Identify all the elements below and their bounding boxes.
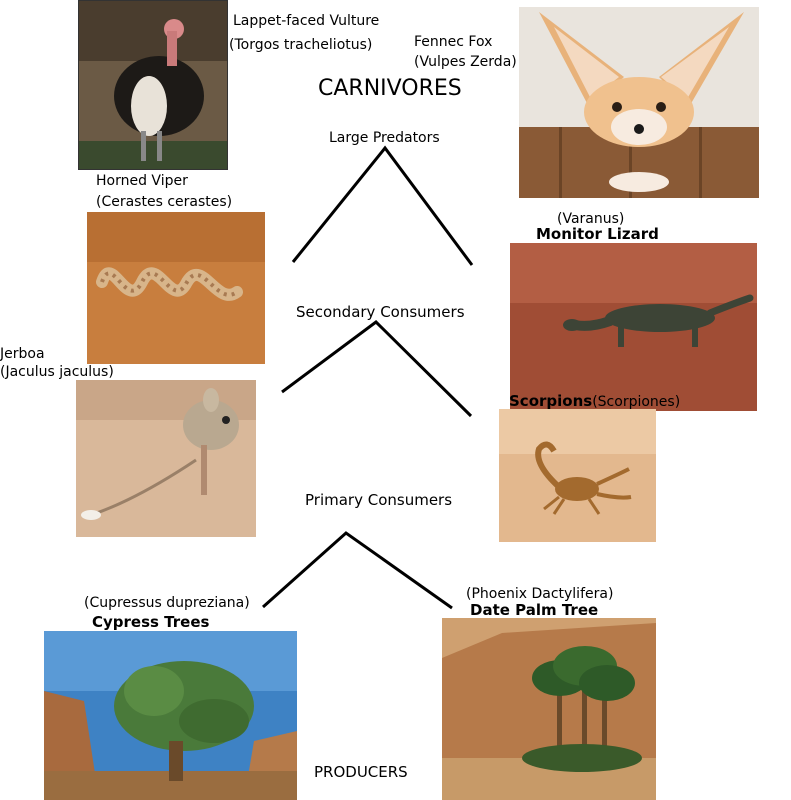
connector-primary-consumers: [262, 531, 453, 610]
cypress-name: Cypress Trees: [92, 613, 210, 631]
level-large-predators: Large Predators: [329, 130, 440, 146]
title: CARNIVORES: [318, 76, 462, 101]
level-primary-consumers: Primary Consumers: [305, 491, 453, 509]
vulture-photo: [78, 0, 228, 170]
palm-name: Date Palm Tree: [470, 601, 599, 619]
fox-photo: [519, 7, 759, 198]
vulture-sci: (Torgos tracheliotus): [229, 37, 373, 53]
level-secondary-consumers: Secondary Consumers: [296, 303, 465, 321]
level-producers: PRODUCERS: [314, 763, 408, 781]
viper-sci: (Cerastes cerastes): [96, 194, 233, 210]
cypress-sci: (Cupressus dupreziana): [84, 595, 250, 611]
monitor-name: Monitor Lizard: [536, 225, 659, 243]
scorpion-name: Scorpions: [509, 392, 593, 410]
viper-photo: [87, 212, 265, 364]
jerboa-photo: [76, 380, 256, 537]
fox-name: Fennec Fox: [414, 34, 493, 50]
connector-secondary-consumers: [281, 320, 473, 418]
vulture-name: Lappet-faced Vulture: [233, 13, 380, 29]
palm-sci: (Phoenix Dactylifera): [466, 586, 614, 602]
jerboa-name: Jerboa: [0, 346, 45, 362]
jerboa-sci: (Jaculus jaculus): [0, 364, 114, 380]
scorpion-photo: [499, 409, 656, 542]
cypress-photo: [44, 631, 297, 800]
scorpion-label: Scorpions(Scorpiones): [509, 392, 680, 411]
viper-name: Horned Viper: [96, 173, 188, 189]
palm-photo: [442, 618, 656, 800]
monitor-sci: (Varanus): [557, 211, 625, 227]
fox-sci: (Vulpes Zerda): [414, 54, 517, 70]
connector-large-predators: [291, 145, 474, 266]
monitor-photo: [510, 243, 757, 411]
scorpion-sci: (Scorpiones): [592, 394, 681, 410]
